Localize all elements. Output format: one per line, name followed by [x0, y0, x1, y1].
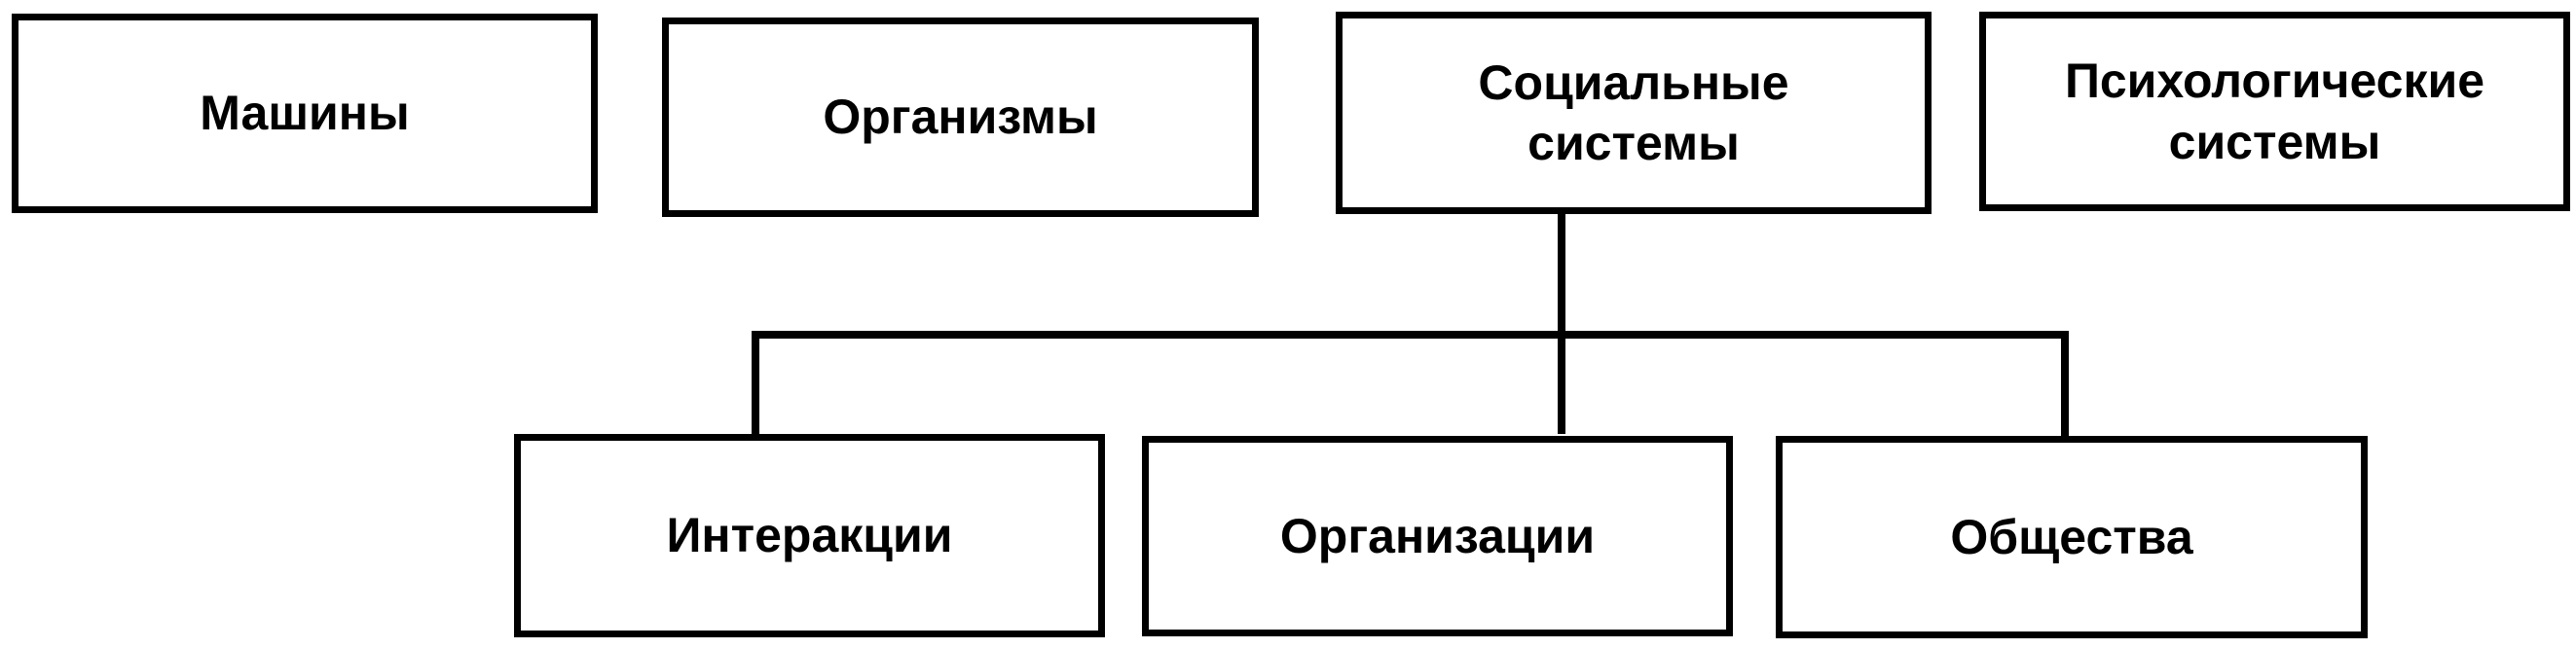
- connector-social-systems-stem: [1558, 212, 1565, 434]
- box-organizations: Организации: [1142, 436, 1733, 636]
- box-organizations-label: Организации: [1279, 508, 1596, 563]
- box-social-systems: Социальные системы: [1336, 12, 1932, 214]
- box-organisms: Организмы: [662, 18, 1259, 217]
- box-interactions: Интеракции: [514, 434, 1105, 637]
- box-psychological-systems: Психологические системы: [1979, 12, 2570, 211]
- box-machines-label: Машины: [200, 86, 410, 141]
- box-psychological-systems-label: Психологические системы: [2064, 54, 2485, 169]
- box-societies-label: Общества: [1950, 509, 2193, 564]
- connector-to-interactions: [752, 331, 759, 436]
- connector-horizontal-bar: [752, 331, 2069, 339]
- box-societies: Общества: [1776, 436, 2368, 638]
- box-organisms-label: Организмы: [823, 90, 1098, 145]
- box-social-systems-label: Социальные системы: [1478, 54, 1789, 171]
- box-machines: Машины: [12, 14, 598, 213]
- box-interactions-label: Интеракции: [666, 508, 953, 563]
- connector-to-societies: [2061, 331, 2069, 438]
